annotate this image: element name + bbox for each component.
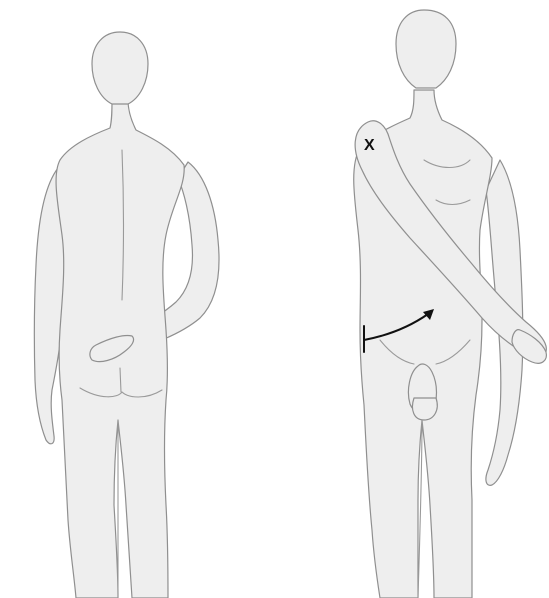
- posterior-view-figure: [34, 32, 219, 598]
- posterior-head: [92, 32, 148, 104]
- anterior-genitals-lower: [412, 398, 437, 420]
- anterior-head: [396, 10, 456, 88]
- marker-x: X: [364, 137, 375, 154]
- anterior-view-figure: X: [354, 10, 547, 598]
